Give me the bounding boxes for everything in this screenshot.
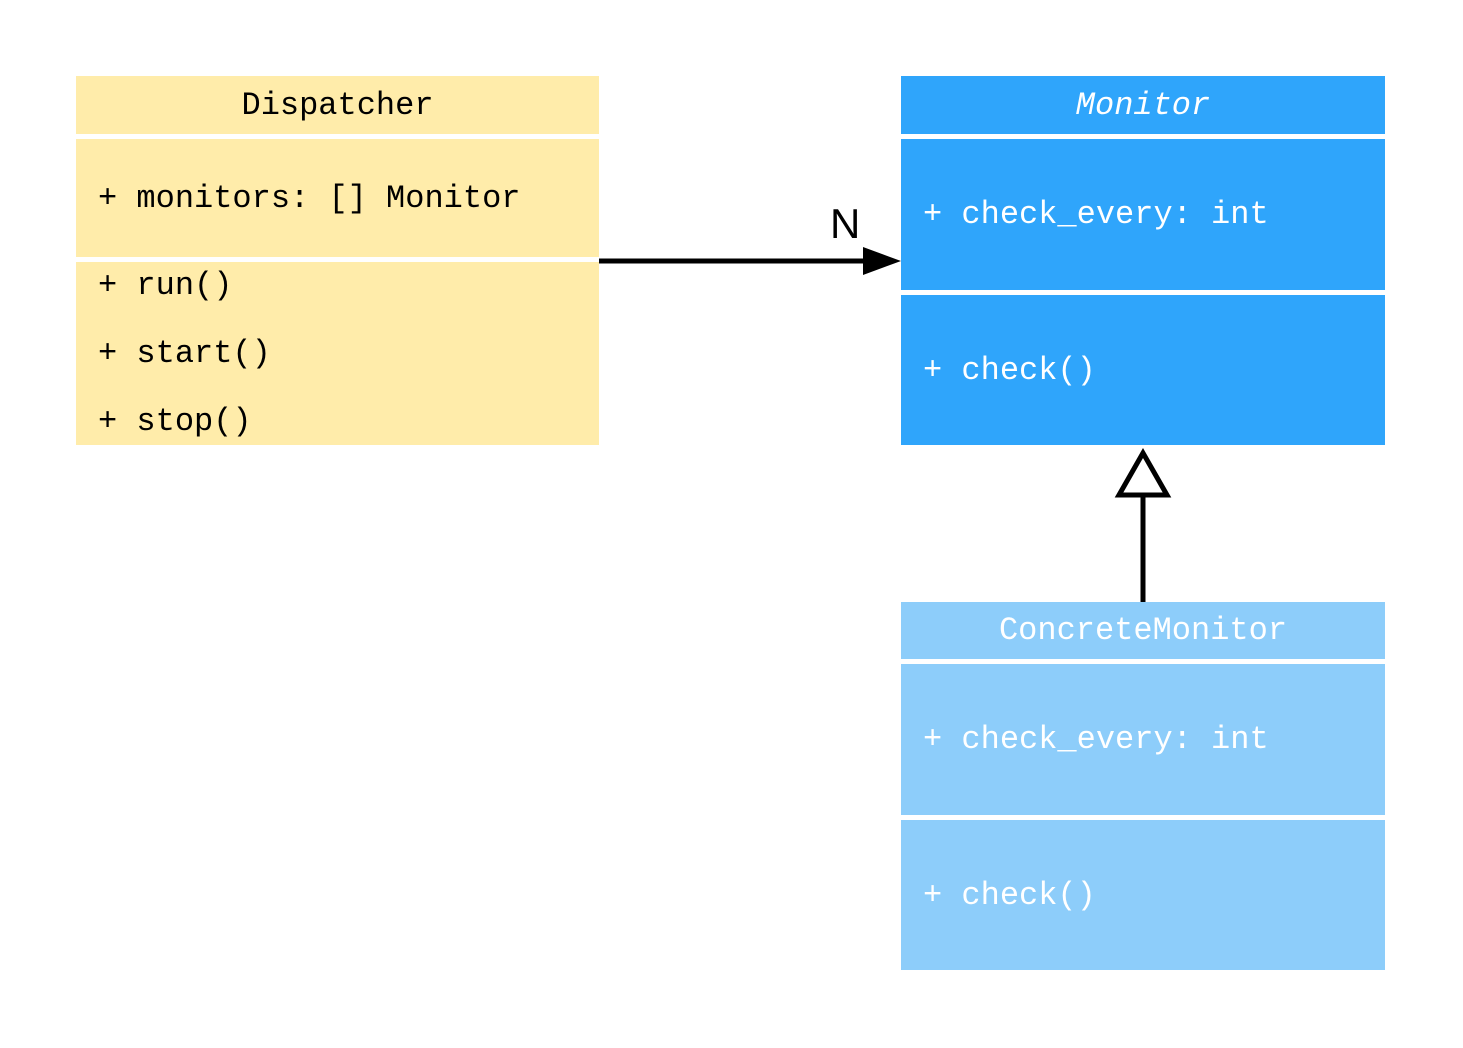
method-label: + check() [923,351,1096,389]
method-label: + check() [923,876,1096,914]
method-label: + start() [98,334,271,372]
class-title: ConcreteMonitor [901,602,1385,659]
class-methods-section: + check() [901,820,1385,970]
class-attributes-section: + check_every: int [901,664,1385,815]
method-list: + run() + start() + stop() [98,266,271,440]
class-attributes-section: + check_every: int [901,139,1385,290]
class-title-label: ConcreteMonitor [998,612,1288,649]
class-box-dispatcher: Dispatcher + monitors: [] Monitor + run(… [76,76,599,445]
generalization-arrow [1114,447,1172,602]
class-box-monitor: Monitor + check_every: int + check() [901,76,1385,445]
class-title-label: Dispatcher [241,86,434,124]
class-title: Monitor [901,76,1385,134]
class-box-concrete-monitor: ConcreteMonitor + check_every: int + che… [901,602,1385,970]
class-methods-section: + run() + start() + stop() [76,262,599,445]
method-label: + stop() [98,402,252,440]
arrowhead-icon [863,247,901,275]
attribute-label: + monitors: [] Monitor [98,179,521,217]
inheritance-triangle-icon [1114,447,1172,498]
method-label: + run() [98,266,233,304]
class-methods-section: + check() [901,295,1385,445]
association-arrow [599,247,901,275]
attribute-label: + check_every: int [923,196,1269,233]
class-attributes-section: + monitors: [] Monitor [76,139,599,257]
class-title-label: Monitor [1075,86,1211,124]
attribute-label: + check_every: int [923,721,1269,758]
multiplicity-label: N [830,200,861,247]
class-title: Dispatcher [76,76,599,134]
